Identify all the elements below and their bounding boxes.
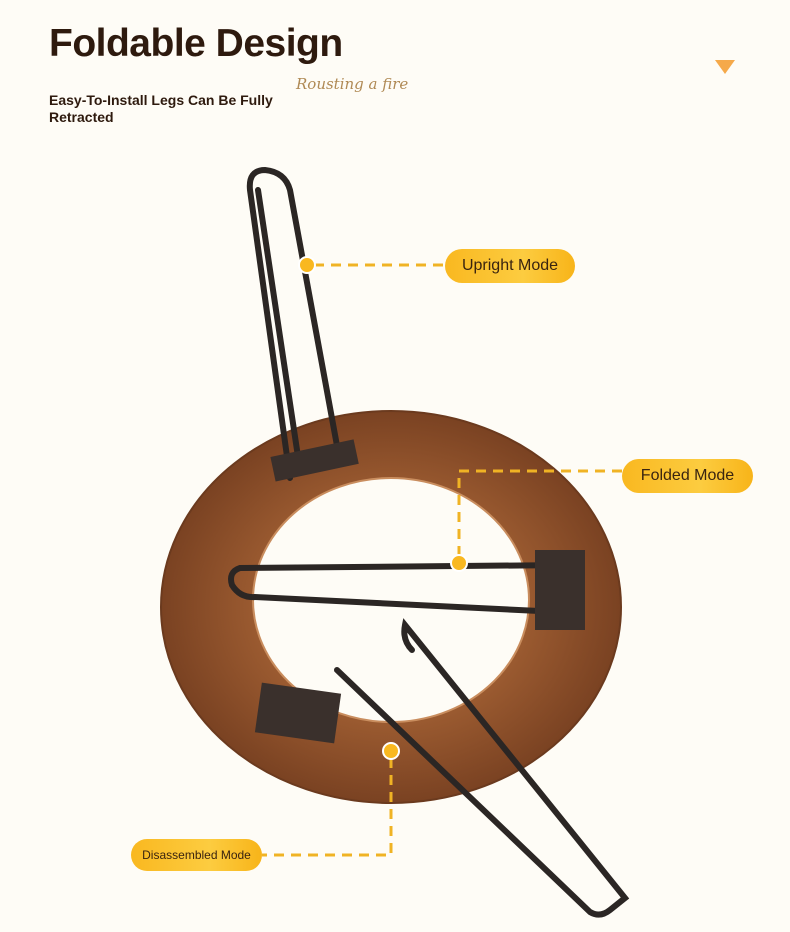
callout-lines [262,263,622,857]
triangle-down-icon [715,60,735,74]
folded-leg [228,550,585,630]
disassembled-leg [254,618,630,918]
upright-leg [246,166,359,482]
callout-dots [298,256,468,760]
upright-mode-label: Upright Mode [445,249,575,283]
folded-mode-label: Folded Mode [622,459,753,493]
script-decoration: Rousting a fire [296,75,409,93]
disassembled-mode-label: Disassembled Mode [131,839,262,871]
page-title: Foldable Design [49,22,343,65]
page-subtitle: Easy-To-Install Legs Can Be Fully Retrac… [49,92,273,125]
